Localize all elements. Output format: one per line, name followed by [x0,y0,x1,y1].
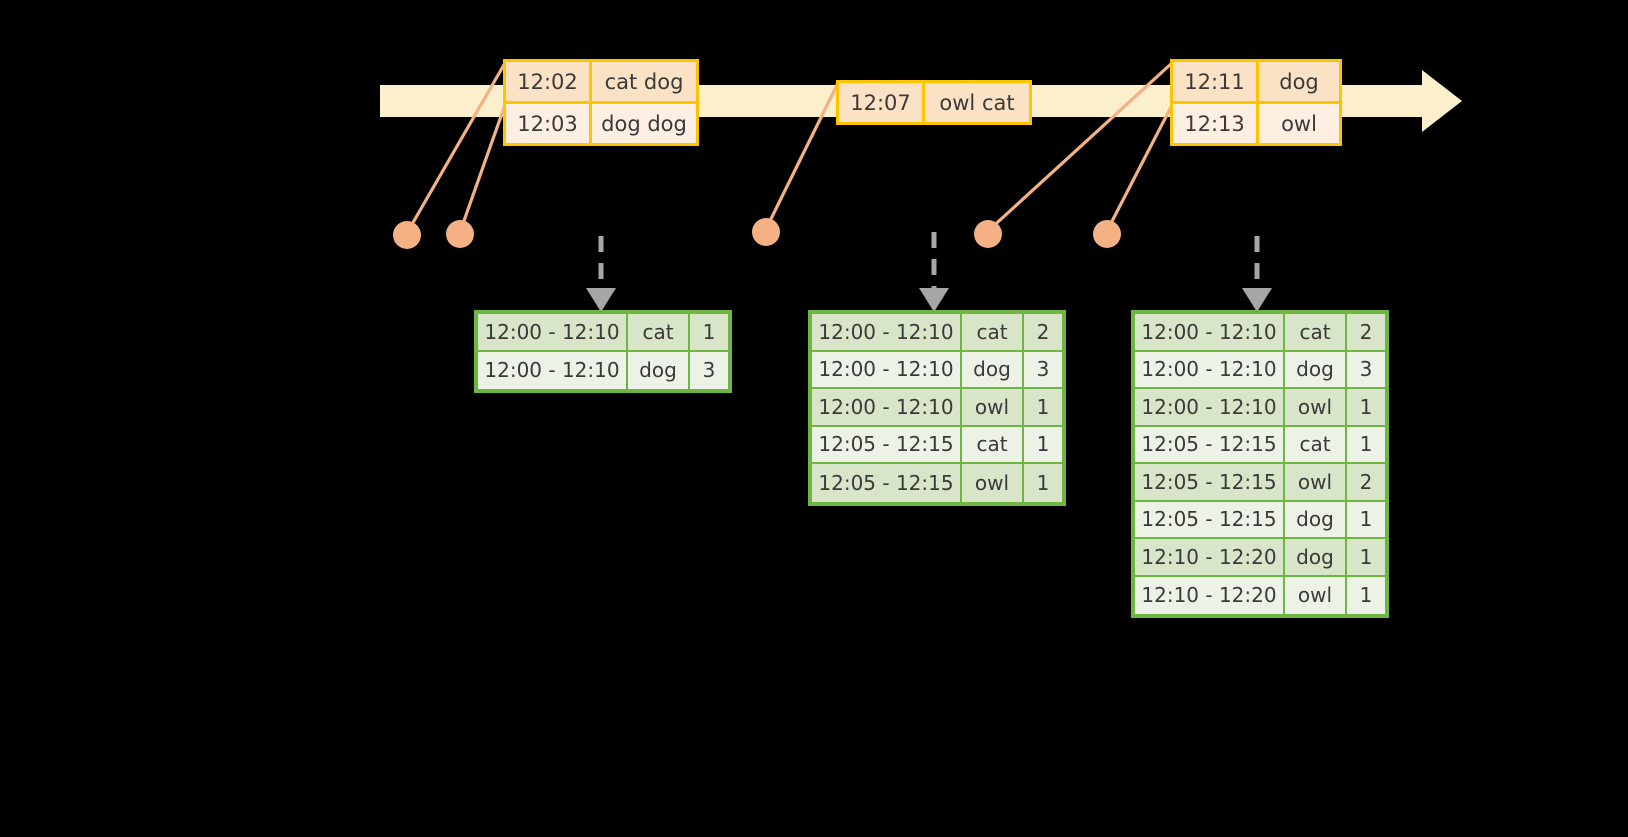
window-cell: 12:05 - 12:15 [1135,426,1285,464]
source-dot-1 [393,221,421,249]
event-time: 12:03 [506,104,592,143]
window-cell: 12:05 - 12:15 [812,464,962,502]
count-cell: 3 [1347,351,1385,389]
event-words: cat dog [604,69,684,94]
event-row[interactable]: 12:11 dog [1173,62,1339,101]
window-cell: 12:00 - 12:10 [1135,389,1285,427]
word-cell: owl [962,389,1024,427]
word-cell: dog [628,351,690,389]
window-cell: 12:05 - 12:15 [1135,464,1285,502]
window-cell: 12:00 - 12:10 [1135,314,1285,352]
event-row[interactable]: 12:03 dog dog [506,101,696,143]
count-cell: 1 [1347,576,1385,614]
connector-line-3 [764,82,840,230]
word-cell: owl [1285,464,1347,502]
window-cell: 12:00 - 12:10 [812,389,962,427]
dashed-arrow-head-1 [586,288,616,312]
source-dot-5 [1093,220,1121,248]
count-cell: 1 [1347,389,1385,427]
word-cell: dog [1285,539,1347,577]
window-cell: 12:00 - 12:10 [812,351,962,389]
connector-line-5 [1105,104,1174,232]
event-row[interactable]: 12:02 cat dog [506,62,696,101]
dashed-arrow-head-2 [919,288,949,312]
event-row[interactable]: 12:07 owl cat [839,83,1029,122]
count-cell: 1 [1024,389,1062,427]
timeline-arrow-notch [1422,85,1435,117]
event-time: 12:07 [839,83,925,122]
word-cell: dog [962,351,1024,389]
count-cell: 1 [1024,426,1062,464]
word-cell: cat [962,426,1024,464]
count-cell: 2 [1024,314,1062,352]
dashed-arrow-heads [586,288,1272,312]
event-words: owl cat [939,90,1015,115]
word-cell: cat [1285,426,1347,464]
source-dots [393,218,1121,249]
word-cell: owl [1285,576,1347,614]
window-cell: 12:05 - 12:15 [812,426,962,464]
window-cell: 12:00 - 12:10 [478,351,628,389]
word-cell: cat [628,314,690,352]
event-time: 12:02 [506,62,592,101]
window-cell: 12:10 - 12:20 [1135,539,1285,577]
connector-line-2 [458,104,507,233]
window-cell: 12:00 - 12:10 [478,314,628,352]
window-cell: 12:00 - 12:10 [1135,351,1285,389]
count-cell: 1 [1024,464,1062,502]
word-cell: dog [1285,351,1347,389]
word-cell: cat [1285,314,1347,352]
word-cell: dog [1285,501,1347,539]
event-time: 12:11 [1173,62,1259,101]
event-group-1[interactable]: 12:02 cat dog 12:03 dog dog [503,59,699,146]
count-cell: 1 [1347,426,1385,464]
event-time: 12:13 [1173,104,1259,143]
source-dot-4 [974,220,1002,248]
timeline-arrow-head [1422,70,1462,132]
count-cell: 3 [690,351,728,389]
window-cell: 12:05 - 12:15 [1135,501,1285,539]
dashed-arrows [598,232,1260,290]
window-cell: 12:00 - 12:10 [812,314,962,352]
window-cell: 12:10 - 12:20 [1135,576,1285,614]
event-row[interactable]: 12:13 owl [1173,101,1339,143]
count-cell: 2 [1347,464,1385,502]
count-cell: 2 [1347,314,1385,352]
count-cell: 3 [1024,351,1062,389]
count-cell: 1 [1347,501,1385,539]
count-cell: 1 [1347,539,1385,577]
dashed-arrow-head-3 [1242,288,1272,312]
event-words: owl [1281,111,1317,136]
word-cell: owl [962,464,1024,502]
event-group-2[interactable]: 12:07 owl cat [836,80,1032,125]
word-cell: cat [962,314,1024,352]
event-words: dog dog [601,111,687,136]
count-cell: 1 [690,314,728,352]
word-cell: owl [1285,389,1347,427]
event-words: dog [1279,69,1319,94]
event-group-3[interactable]: 12:11 dog 12:13 owl [1170,59,1342,146]
source-dot-3 [752,218,780,246]
connector-line-1 [405,62,507,234]
source-dot-2 [446,220,474,248]
